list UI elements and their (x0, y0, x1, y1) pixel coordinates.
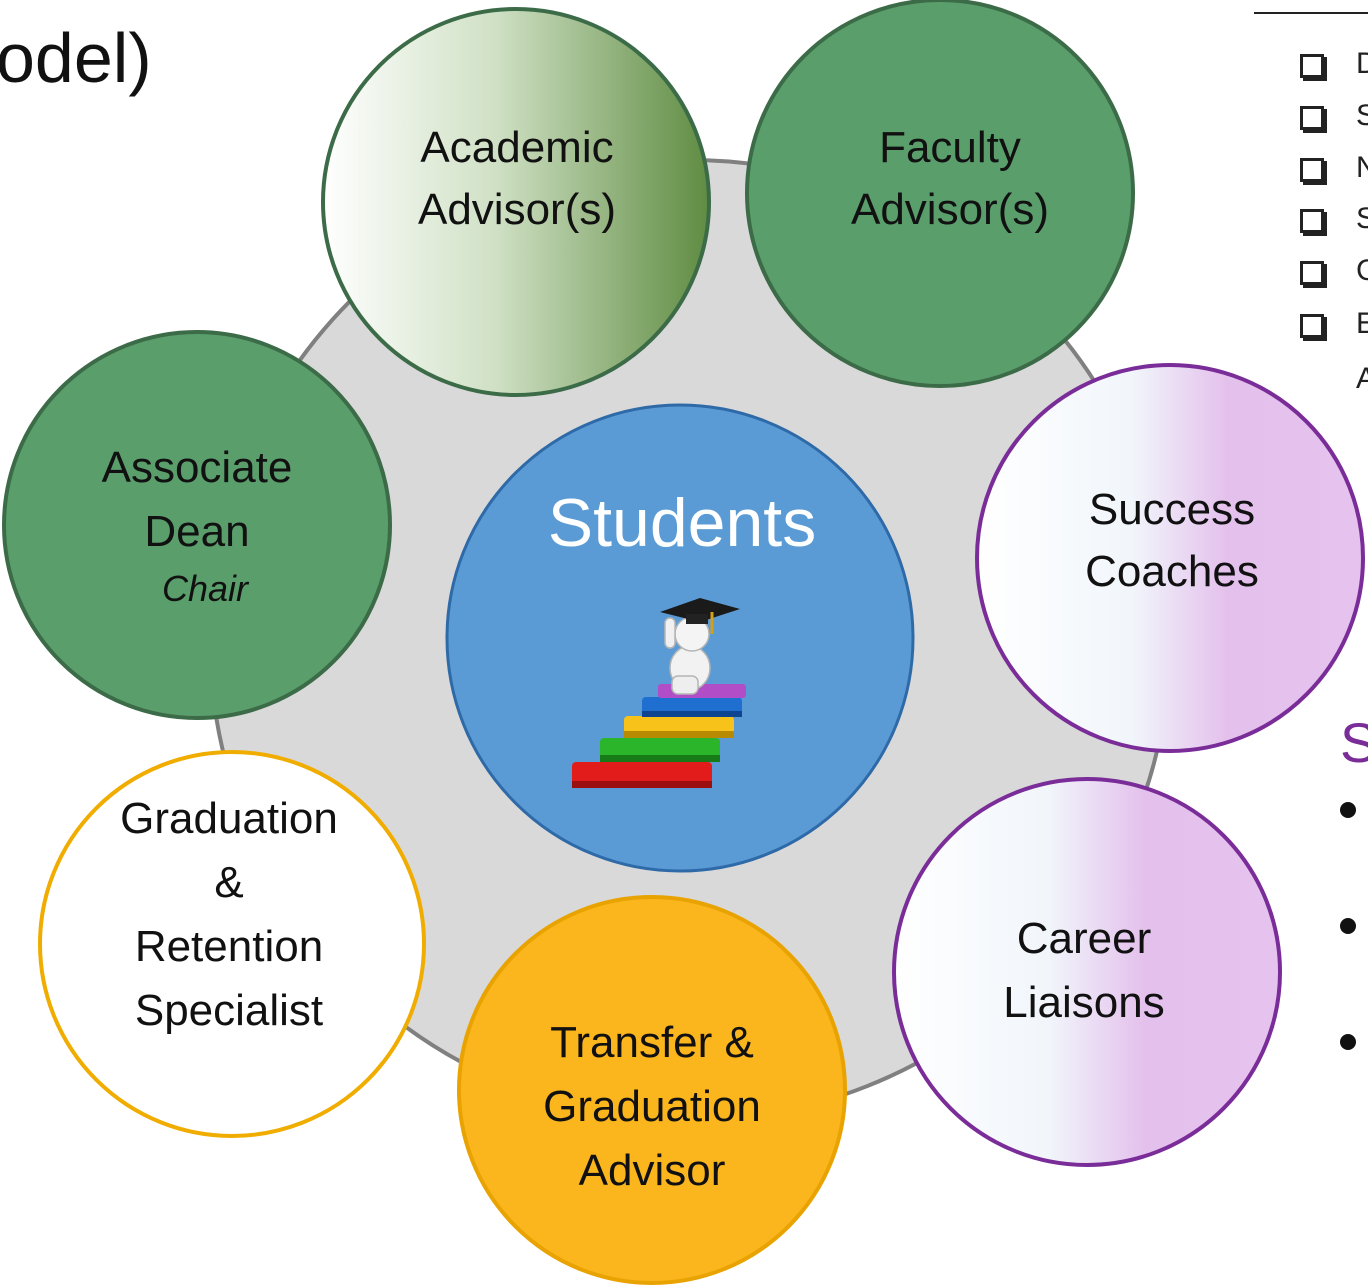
graduate-on-books-icon (572, 598, 746, 788)
side-heading: S (1340, 711, 1368, 774)
page-title-fragment: odel) (0, 19, 152, 97)
retention-label-line: & (214, 858, 243, 907)
checklist-item-text: S (1356, 202, 1368, 235)
bullet-1 (1340, 802, 1356, 818)
faculty-label-line: Advisor(s) (851, 185, 1049, 234)
checkbox-icon (1300, 54, 1324, 78)
success-label-line: Success (1089, 485, 1255, 534)
career-label-line: Career (1017, 914, 1152, 963)
checkbox-icon (1300, 209, 1324, 233)
faculty-label-line: Faculty (879, 123, 1021, 172)
students-node: Students (445, 403, 915, 873)
checklist-item-text: N (1356, 151, 1368, 184)
checkbox-icon (1300, 106, 1324, 130)
dean-label-line: Dean (144, 507, 249, 556)
checklist-item-continuation: A (1356, 362, 1368, 395)
career-label-line: Liaisons (1003, 978, 1164, 1027)
bullet-2 (1340, 918, 1356, 934)
checkbox-icon (1300, 158, 1324, 182)
bullet-3 (1340, 1034, 1356, 1050)
academic-label-line: Academic (420, 123, 613, 172)
checklist-item-text: D (1356, 47, 1368, 80)
students-label: Students (548, 485, 816, 561)
checkbox-icon (1300, 261, 1324, 285)
dean-label-line: Associate (102, 443, 293, 492)
transfer-label-line: Graduation (543, 1082, 761, 1131)
retention-label-line: Graduation (120, 794, 338, 843)
success-label-line: Coaches (1085, 547, 1259, 596)
academic-label-line: Advisor(s) (418, 185, 616, 234)
associate-dean-sub-label: Chair (162, 568, 250, 609)
checklist-item-text: S (1356, 99, 1368, 132)
retention-label-line: Specialist (135, 986, 323, 1035)
transfer-label-line: Advisor (579, 1146, 726, 1195)
transfer-label-line: Transfer & (550, 1018, 754, 1067)
checklist-item-text: E (1356, 307, 1368, 340)
checklist-item-text: C (1356, 254, 1368, 287)
checkbox-icon (1300, 314, 1324, 338)
header-rule (1254, 12, 1368, 14)
retention-label-line: Retention (135, 922, 323, 971)
